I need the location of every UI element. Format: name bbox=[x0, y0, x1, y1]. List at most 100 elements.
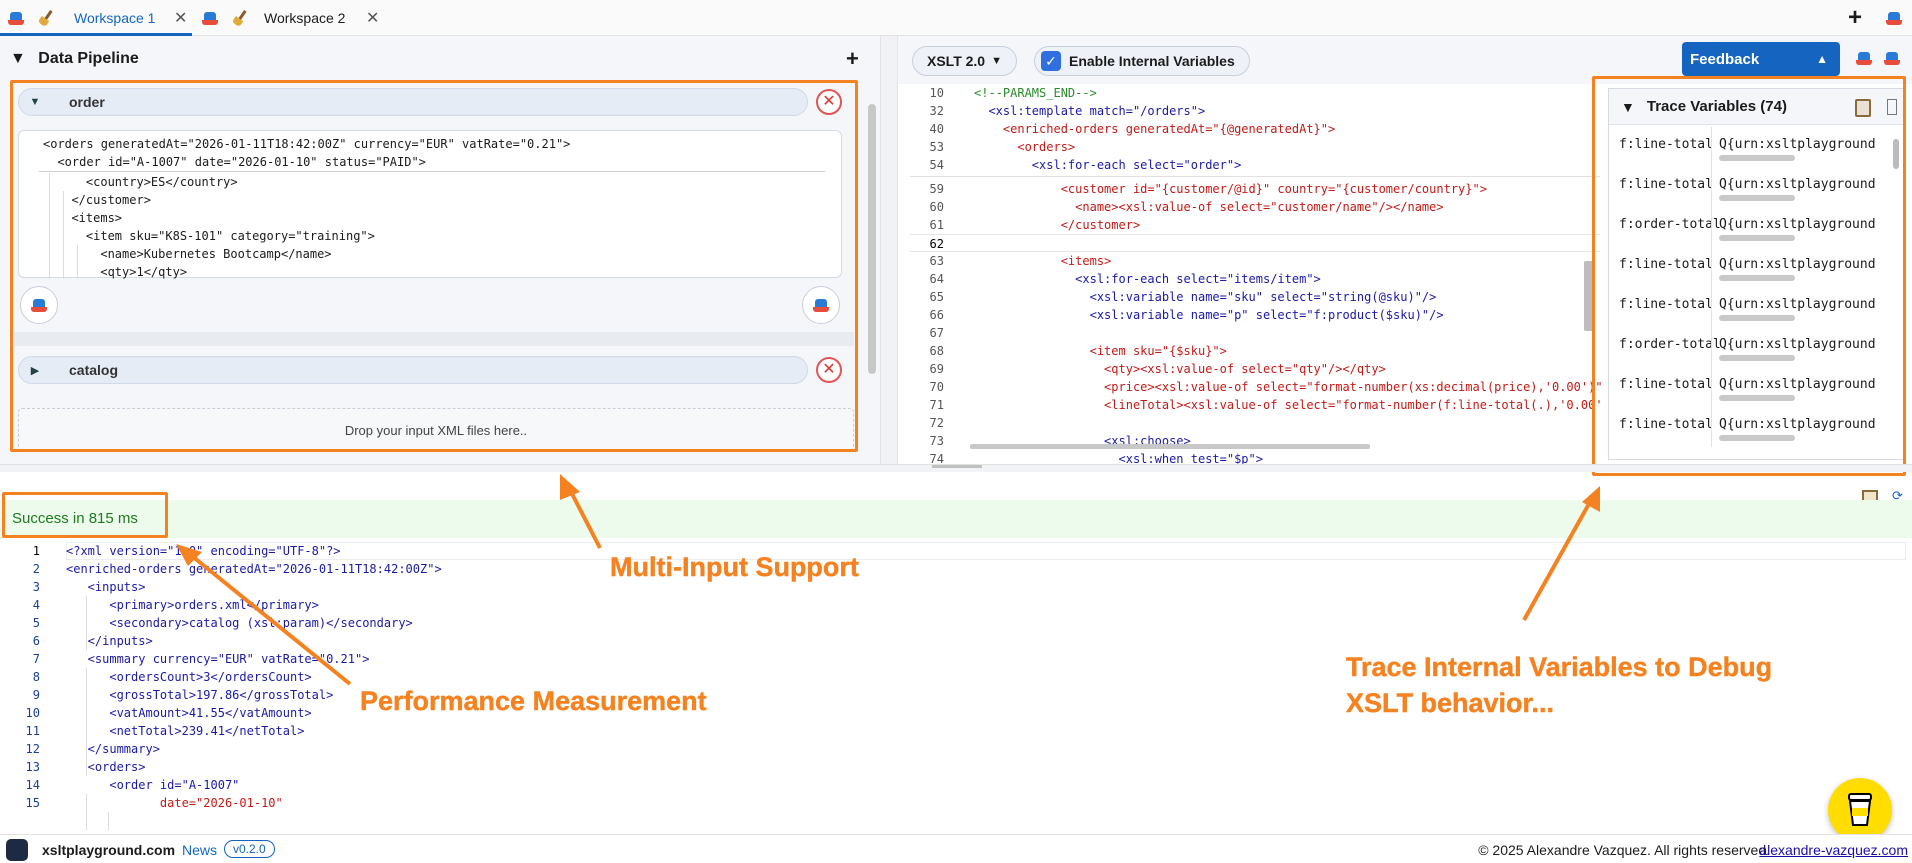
input-panel-order[interactable]: ▼ order bbox=[18, 88, 808, 116]
scrollbar[interactable] bbox=[1893, 139, 1899, 169]
add-workspace-icon[interactable]: + bbox=[1848, 4, 1863, 31]
resize-handle[interactable] bbox=[932, 465, 982, 468]
tab-label: Workspace 1 bbox=[74, 10, 156, 26]
scrollbar[interactable] bbox=[1584, 261, 1594, 331]
code-line: 70 <price><xsl:value-of select="format-n… bbox=[929, 380, 1603, 394]
code-line: 5 <secondary>catalog (xsl:param)</second… bbox=[32, 616, 413, 630]
arrow-head bbox=[560, 474, 580, 500]
code-line: 69 <qty><xsl:value-of select="qty"/></qt… bbox=[929, 362, 1386, 376]
xslt-version-select[interactable]: XSLT 2.0 ▼ bbox=[912, 46, 1017, 76]
chevron-down-icon[interactable]: ▼ bbox=[29, 96, 41, 108]
code-line: 10 <vatAmount>41.55</vatAmount> bbox=[25, 706, 312, 720]
input-panel-catalog[interactable]: ▶ catalog bbox=[18, 356, 808, 384]
remove-input-button[interactable]: ✕ bbox=[816, 89, 842, 115]
code-line: 74 <xsl:when test="$p"> bbox=[929, 452, 1263, 466]
feedback-button[interactable]: Feedback ▲ bbox=[1682, 42, 1840, 76]
code-line: <items> bbox=[57, 211, 123, 225]
author-link[interactable]: alexandre-vazquez.com bbox=[1759, 842, 1908, 858]
checkbox-checked-icon[interactable]: ✓ bbox=[1041, 51, 1061, 71]
tab-workspace-2[interactable]: Workspace 2 ✕ bbox=[202, 0, 379, 36]
code-line: 1<?xml version="1.0" encoding="UTF-8"?> bbox=[32, 544, 341, 558]
brand-icon[interactable] bbox=[1886, 10, 1902, 29]
status-text: Success in 815 ms bbox=[12, 510, 138, 527]
coffee-cup-icon bbox=[1848, 793, 1872, 826]
collapse-triangle-icon[interactable]: ▼ bbox=[1621, 98, 1635, 115]
brand-icon bbox=[202, 10, 218, 26]
close-icon[interactable]: ✕ bbox=[366, 10, 380, 27]
close-icon[interactable]: ✕ bbox=[174, 10, 188, 27]
enable-internal-variables-toggle[interactable]: ✓ Enable Internal Variables bbox=[1034, 46, 1250, 76]
version-badge: v0.2.0 bbox=[224, 840, 275, 858]
add-input-icon[interactable]: + bbox=[846, 46, 859, 71]
panel-toggle-icon[interactable] bbox=[1887, 99, 1897, 115]
pane-title[interactable]: ▼ Data Pipeline bbox=[10, 50, 139, 67]
code-line: <country>ES</country> bbox=[57, 175, 238, 189]
code-line: 3 <inputs> bbox=[32, 580, 146, 594]
remove-input-button[interactable]: ✕ bbox=[816, 357, 842, 383]
code-line: 4 <primary>orders.xml</primary> bbox=[32, 598, 319, 612]
code-line: <qty>1</qty> bbox=[57, 265, 188, 279]
site-logo-icon[interactable] bbox=[6, 839, 28, 861]
scrollbar[interactable] bbox=[868, 104, 876, 374]
code-line: <order id="A-1007" date="2026-01-10" sta… bbox=[43, 155, 426, 169]
code-line: 6 </inputs> bbox=[32, 634, 153, 648]
code-line: 11 <netTotal>239.41</netTotal> bbox=[25, 724, 305, 738]
code-line: 65 <xsl:variable name="sku" select="stri… bbox=[929, 290, 1437, 304]
xslt-code-editor[interactable]: 10<!--PARAMS_END--> 32 <xsl:template mat… bbox=[910, 84, 1603, 466]
trace-variables-header[interactable]: ▼ Trace Variables (74) bbox=[1609, 89, 1903, 125]
upload-file-button[interactable] bbox=[802, 286, 840, 324]
broom-icon[interactable] bbox=[38, 10, 54, 26]
tab-workspace-1[interactable]: Workspace 1 ✕ bbox=[8, 0, 187, 36]
brand-icon bbox=[8, 10, 24, 26]
chevron-right-icon[interactable]: ▶ bbox=[30, 364, 40, 377]
brand-icon[interactable] bbox=[1884, 50, 1900, 69]
code-line: 10<!--PARAMS_END--> bbox=[929, 86, 1097, 100]
site-name[interactable]: xsltplayground.com bbox=[42, 842, 176, 858]
horizontal-scrollbar[interactable] bbox=[970, 444, 1370, 449]
code-line: 67 bbox=[929, 326, 944, 340]
news-link[interactable]: News bbox=[182, 842, 218, 858]
code-line: <name>Kubernetes Bootcamp</name> bbox=[57, 247, 332, 261]
horizontal-splitter[interactable] bbox=[0, 464, 1912, 472]
order-xml-editor[interactable]: <orders generatedAt="2026-01-11T18:42:00… bbox=[18, 130, 842, 279]
collapse-triangle-icon[interactable]: ▼ bbox=[10, 50, 26, 67]
chevron-up-icon: ▲ bbox=[1816, 52, 1828, 66]
code-line: </customer> bbox=[57, 193, 151, 207]
workspace-tab-bar: Workspace 1 ✕ Workspace 2 ✕ + bbox=[0, 0, 1912, 36]
sticky-separator bbox=[39, 171, 825, 172]
code-line: 9 <grossTotal>197.86</grossTotal> bbox=[32, 688, 334, 702]
clipboard-icon[interactable] bbox=[1855, 99, 1871, 117]
upload-file-button[interactable] bbox=[20, 286, 58, 324]
code-line: 61 </customer> bbox=[929, 218, 1141, 232]
code-line: 64 <xsl:for-each select="items/item"> bbox=[929, 272, 1321, 286]
code-line: 60 <name><xsl:value-of select="customer/… bbox=[929, 200, 1444, 214]
copyright-text: © 2025 Alexandre Vazquez. All rights res… bbox=[1478, 842, 1770, 858]
code-line: 13 <orders> bbox=[25, 760, 146, 774]
brand-icon[interactable] bbox=[1856, 50, 1872, 69]
broom-icon[interactable] bbox=[232, 10, 248, 26]
code-line: 32 <xsl:template match="/orders"> bbox=[929, 104, 1206, 118]
pane-splitter[interactable] bbox=[880, 36, 898, 464]
buy-me-a-coffee-button[interactable] bbox=[1828, 778, 1892, 842]
code-line: 63 <items> bbox=[929, 254, 1112, 268]
code-line: 15 date="2026-01-10" bbox=[25, 796, 283, 810]
refresh-icon[interactable]: ⟳ bbox=[1892, 488, 1903, 503]
code-line-current: 62 bbox=[910, 234, 1600, 252]
status-bar: Success in 815 ms bbox=[0, 500, 1912, 538]
code-line: <orders generatedAt="2026-01-11T18:42:00… bbox=[43, 137, 571, 151]
output-viewer[interactable]: 1<?xml version="1.0" encoding="UTF-8"?> … bbox=[0, 542, 1912, 832]
code-line: 59 <customer id="{customer/@id}" country… bbox=[929, 182, 1487, 196]
active-tab-indicator bbox=[0, 33, 192, 36]
code-line: 68 <item sku="{$sku}"> bbox=[929, 344, 1227, 358]
xslt-toolbar: XSLT 2.0 ▼ ✓ Enable Internal Variables F… bbox=[898, 36, 1912, 84]
data-pipeline-pane: ▼ Data Pipeline + ▼ order ✕ <orders gene… bbox=[0, 36, 880, 464]
drop-zone[interactable]: Drop your input XML files here.. bbox=[18, 408, 854, 452]
